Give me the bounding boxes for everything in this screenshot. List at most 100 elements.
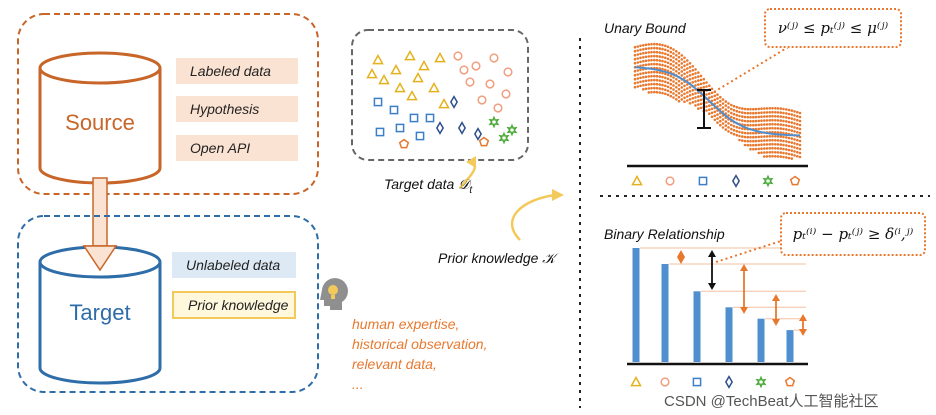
bound-dot [765, 135, 769, 138]
bound-dot [713, 118, 717, 122]
bound-dot [683, 60, 686, 64]
bound-dot [763, 135, 766, 138]
bound-dot [787, 156, 791, 160]
bound-dot [642, 48, 645, 51]
bound-dot [743, 115, 747, 119]
bound-dot [658, 79, 662, 82]
bound-dot [790, 113, 794, 116]
bound-dot [677, 91, 681, 95]
bound-dot [633, 45, 637, 49]
bound-dot [796, 110, 799, 114]
bound-dot [661, 63, 664, 67]
circle-point [453, 51, 463, 61]
binary-class-markers [630, 375, 796, 389]
bound-dot [730, 103, 733, 107]
diamond-point [435, 121, 445, 135]
triangle-point [372, 53, 384, 65]
bound-dot [688, 90, 692, 93]
gap-arrow-head-top [677, 250, 685, 257]
bound-dot [787, 144, 791, 148]
bound-dot [653, 54, 656, 58]
bound-dot [779, 143, 783, 146]
bound-dot [680, 94, 684, 97]
bound-dot [774, 135, 777, 138]
bound-dot [691, 93, 695, 96]
target-item-prior-knowledge: Prior knowledge [172, 291, 296, 319]
bound-dot [677, 51, 681, 55]
bound-dot [697, 99, 700, 102]
bound-dot [768, 151, 772, 154]
target-title: Target [69, 300, 131, 325]
bound-dot [768, 107, 772, 110]
bound-dot [732, 112, 736, 116]
bound-dot [702, 77, 706, 81]
bound-dot [721, 106, 725, 109]
source-panel-border [17, 13, 319, 195]
bound-dot [664, 88, 667, 92]
bound-dot [661, 59, 664, 63]
bound-dot [666, 73, 670, 77]
bound-dot [710, 91, 714, 95]
bound-dot [730, 127, 733, 131]
bound-dot [776, 135, 780, 138]
bound-dot [686, 59, 689, 62]
bound-dot [647, 59, 651, 62]
bound-dot [705, 101, 708, 104]
bound-dot [760, 135, 763, 138]
bound-dot [694, 100, 697, 103]
bound-dot [776, 155, 780, 158]
triangle-point [412, 71, 424, 83]
bound-dot [702, 81, 706, 85]
bound-dot [776, 119, 780, 122]
bound-dot [787, 128, 791, 132]
bound-dot [798, 111, 802, 115]
bound-dot [732, 124, 736, 128]
star-marker [762, 174, 774, 188]
bound-dot [694, 80, 697, 83]
bound-dot [790, 129, 794, 132]
lightbulb-head-icon [320, 278, 348, 310]
bound-dot [727, 106, 730, 109]
bound-dot [798, 119, 802, 123]
bound-dot [686, 95, 689, 98]
gap-arrow-head-bottom [799, 329, 807, 336]
bound-dot [694, 76, 697, 79]
star-point [488, 115, 500, 129]
bound-dot [658, 59, 662, 62]
bound-dot [642, 60, 645, 63]
bound-dot [798, 123, 802, 127]
bound-dot [666, 93, 670, 97]
bound-dot [683, 100, 686, 104]
bound-dot [768, 115, 772, 118]
bound-dot [680, 54, 684, 57]
bound-dot [752, 147, 755, 151]
bound-dot [724, 120, 728, 123]
pentagon-point [398, 138, 410, 149]
circle-point [489, 53, 499, 63]
bound-dot [757, 111, 761, 115]
triangle-point [428, 81, 440, 93]
bound-dot [763, 151, 766, 154]
bound-dot [754, 115, 758, 119]
bound-dot [672, 56, 675, 59]
square-point [415, 131, 425, 141]
bound-dot [798, 151, 802, 155]
bound-dot [776, 123, 780, 126]
bound-dot [730, 131, 733, 135]
bound-dot [779, 147, 783, 150]
source-title: Source [65, 110, 135, 135]
bound-dot [749, 135, 752, 139]
prior-example: ... [352, 376, 364, 392]
bound-dot [636, 69, 640, 72]
bound-dot [746, 119, 750, 123]
bound-dot [732, 128, 736, 132]
bound-dot [655, 86, 659, 90]
bound-dot [686, 91, 689, 94]
bound-dot [763, 123, 766, 126]
bound-dot [653, 50, 656, 54]
bound-dot [691, 101, 695, 104]
bound-dot [699, 106, 703, 110]
bound-dot [639, 64, 642, 68]
bound-dot [710, 99, 714, 103]
bound-dot [796, 150, 799, 154]
